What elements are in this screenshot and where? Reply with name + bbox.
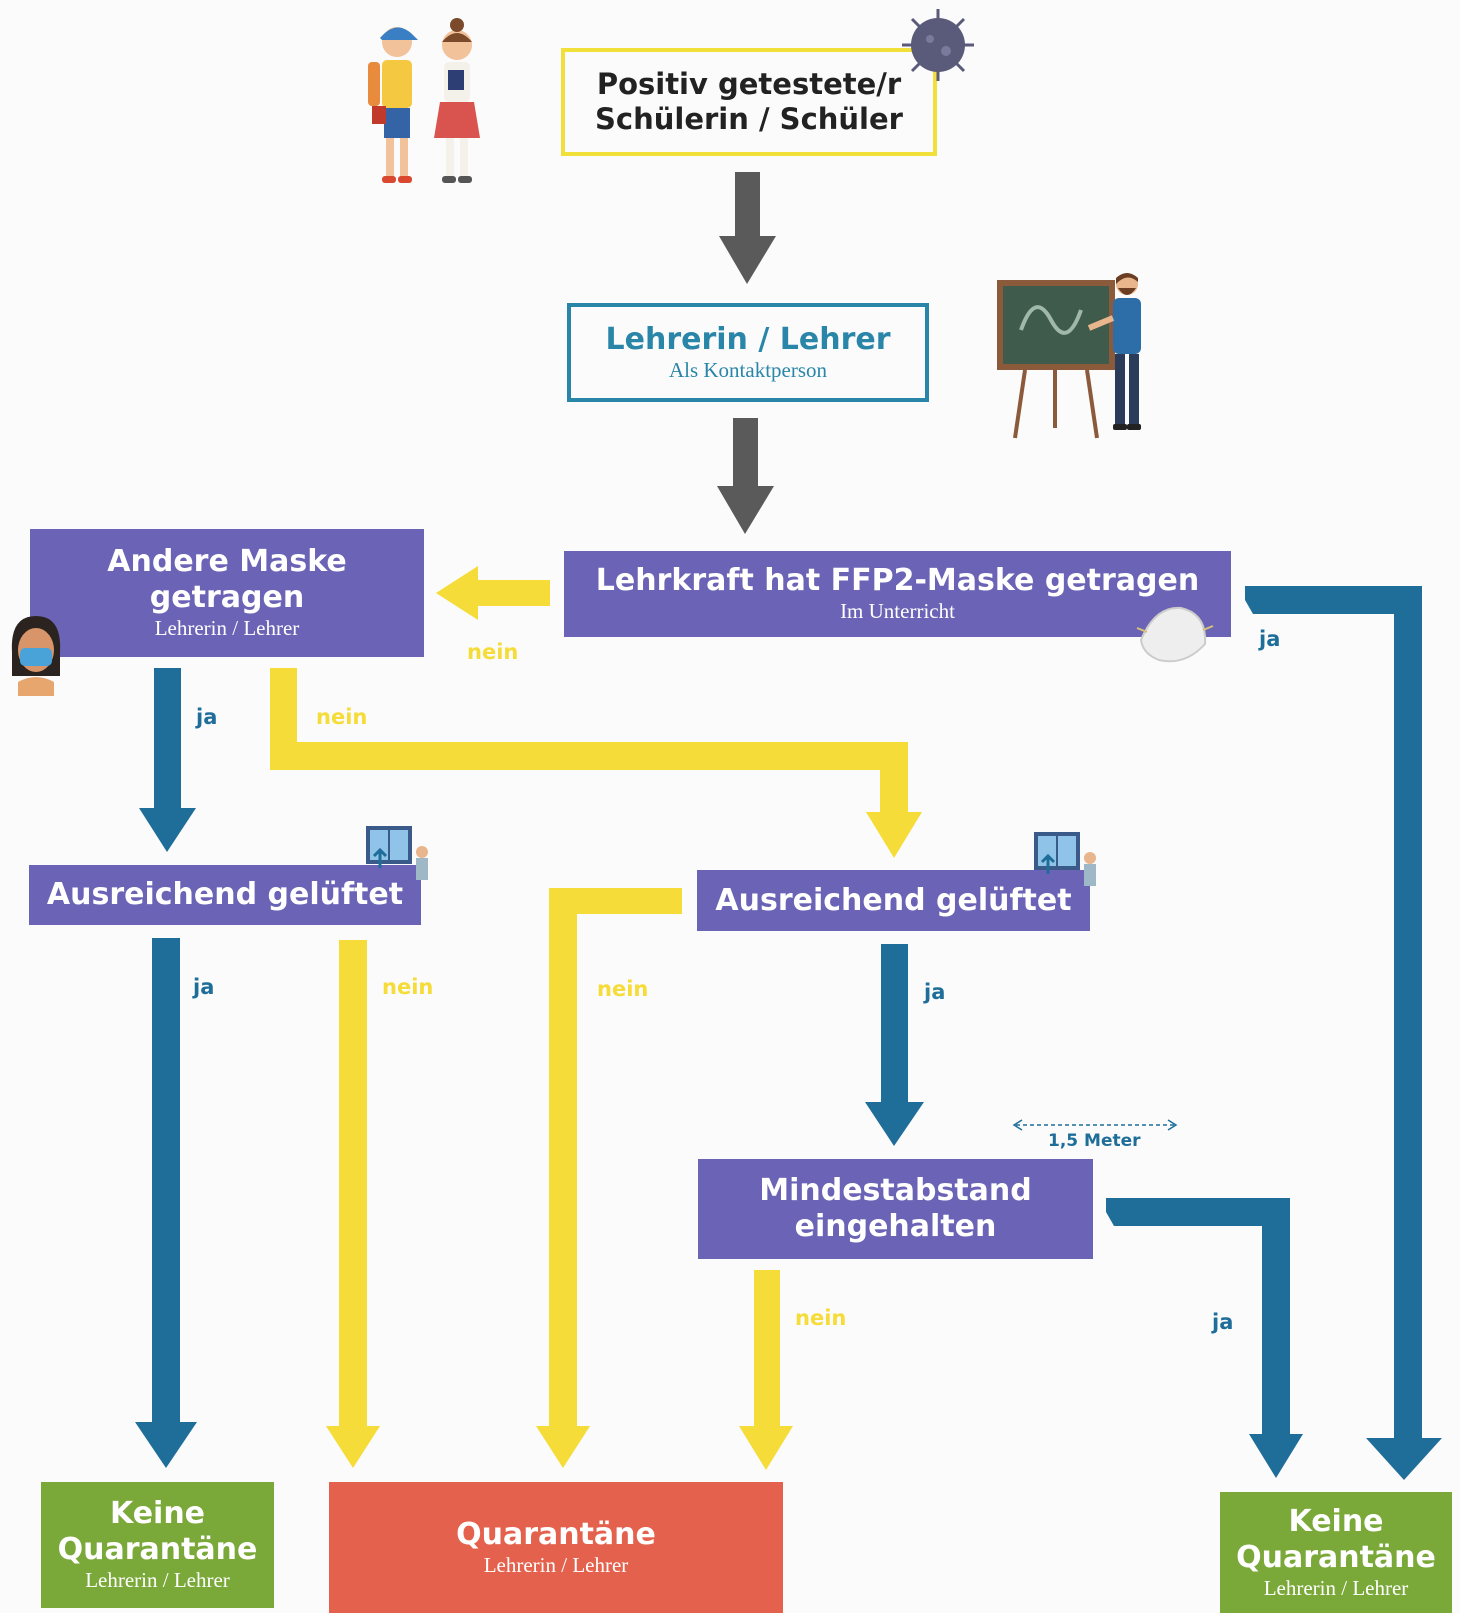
distance-measure-arrow bbox=[1012, 1119, 1178, 1131]
arrow-distance-no bbox=[739, 1270, 793, 1470]
masked-person-icon bbox=[11, 616, 61, 696]
arrow-ffp2-no bbox=[436, 566, 550, 620]
teacher-title: Lehrerin / Lehrer bbox=[605, 321, 891, 357]
flow-arrow-teacher-to-ffp2 bbox=[717, 418, 774, 534]
other-mask-subtitle: Lehrerin / Lehrer bbox=[154, 616, 300, 641]
virus-icon bbox=[902, 9, 974, 81]
quarantine-subtitle: Lehrerin / Lehrer bbox=[483, 1552, 629, 1577]
ffp2-decision: Lehrkraft hat FFP2-Maske getragen Im Unt… bbox=[564, 551, 1231, 637]
other-mask-title-line2: getragen bbox=[149, 580, 305, 616]
distance-measure-label: 1,5 Meter bbox=[1048, 1131, 1141, 1151]
ffp2-mask-icon bbox=[1136, 606, 1214, 663]
arrow-mask-yes bbox=[139, 668, 196, 852]
vent-right-title: Ausreichend gelüftet bbox=[715, 882, 1072, 918]
no-quarantine-right-subtitle: Lehrerin / Lehrer bbox=[1263, 1575, 1409, 1600]
arrow-vent-right-no bbox=[536, 888, 682, 1468]
no-quarantine-left: Keine Quarantäne Lehrerin / Lehrer bbox=[41, 1482, 274, 1608]
arrow-mask-no bbox=[270, 668, 922, 858]
start-node: Positiv getestete/r Schülerin / Schüler bbox=[561, 48, 937, 156]
quarantine-node: Quarantäne Lehrerin / Lehrer bbox=[329, 1482, 783, 1613]
label-ffp2-yes: ja bbox=[1259, 627, 1281, 651]
no-quarantine-right-line1: Keine bbox=[1288, 1503, 1384, 1539]
ffp2-subtitle: Im Unterricht bbox=[840, 599, 955, 624]
teacher-blackboard-illustration bbox=[997, 273, 1141, 439]
label-ffp2-no: nein bbox=[467, 640, 519, 664]
vent-right-decision: Ausreichend gelüftet bbox=[697, 870, 1090, 931]
label-distance-yes: ja bbox=[1212, 1310, 1234, 1334]
other-mask-decision: Andere Maske getragen Lehrerin / Lehrer bbox=[30, 529, 424, 657]
label-vent-left-yes: ja bbox=[193, 975, 215, 999]
start-title-line2: Schülerin / Schüler bbox=[595, 102, 903, 136]
no-quarantine-right-line2: Quarantäne bbox=[1236, 1539, 1436, 1575]
window-ventilation-icon bbox=[366, 826, 428, 880]
label-mask-yes: ja bbox=[196, 705, 218, 729]
no-quarantine-right: Keine Quarantäne Lehrerin / Lehrer bbox=[1220, 1492, 1452, 1613]
label-vent-right-yes: ja bbox=[924, 980, 946, 1004]
students-illustration bbox=[368, 18, 480, 183]
ffp2-title: Lehrkraft hat FFP2-Maske getragen bbox=[595, 563, 1200, 599]
arrow-ffp2-yes bbox=[1245, 586, 1442, 1480]
start-title-line1: Positiv getestete/r bbox=[596, 67, 902, 102]
no-quarantine-left-line1: Keine bbox=[109, 1496, 206, 1532]
label-mask-no: nein bbox=[316, 705, 368, 729]
no-quarantine-left-subtitle: Lehrerin / Lehrer bbox=[85, 1568, 230, 1593]
teacher-node: Lehrerin / Lehrer Als Kontaktperson bbox=[567, 303, 929, 402]
teacher-subtitle: Als Kontaktperson bbox=[668, 357, 828, 382]
window-ventilation-icon-right bbox=[1034, 832, 1096, 886]
label-vent-right-no: nein bbox=[597, 977, 649, 1001]
label-vent-left-no: nein bbox=[382, 975, 434, 999]
no-quarantine-left-line2: Quarantäne bbox=[57, 1532, 258, 1568]
distance-title-line1: Mindestabstand bbox=[759, 1173, 1032, 1208]
vent-left-title: Ausreichend gelüftet bbox=[46, 877, 404, 912]
distance-decision: Mindestabstand eingehalten bbox=[698, 1159, 1093, 1259]
arrow-vent-left-yes bbox=[135, 938, 197, 1468]
arrow-vent-left-no bbox=[326, 940, 380, 1468]
arrow-vent-right-yes bbox=[865, 944, 924, 1146]
arrow-distance-yes bbox=[1106, 1198, 1303, 1478]
other-mask-title-line1: Andere Maske bbox=[107, 544, 347, 580]
quarantine-title: Quarantäne bbox=[456, 1516, 656, 1552]
label-distance-no: nein bbox=[795, 1306, 847, 1330]
flow-arrow-start-to-teacher bbox=[719, 172, 776, 284]
distance-title-line2: eingehalten bbox=[794, 1209, 997, 1244]
vent-left-decision: Ausreichend gelüftet bbox=[29, 865, 421, 925]
